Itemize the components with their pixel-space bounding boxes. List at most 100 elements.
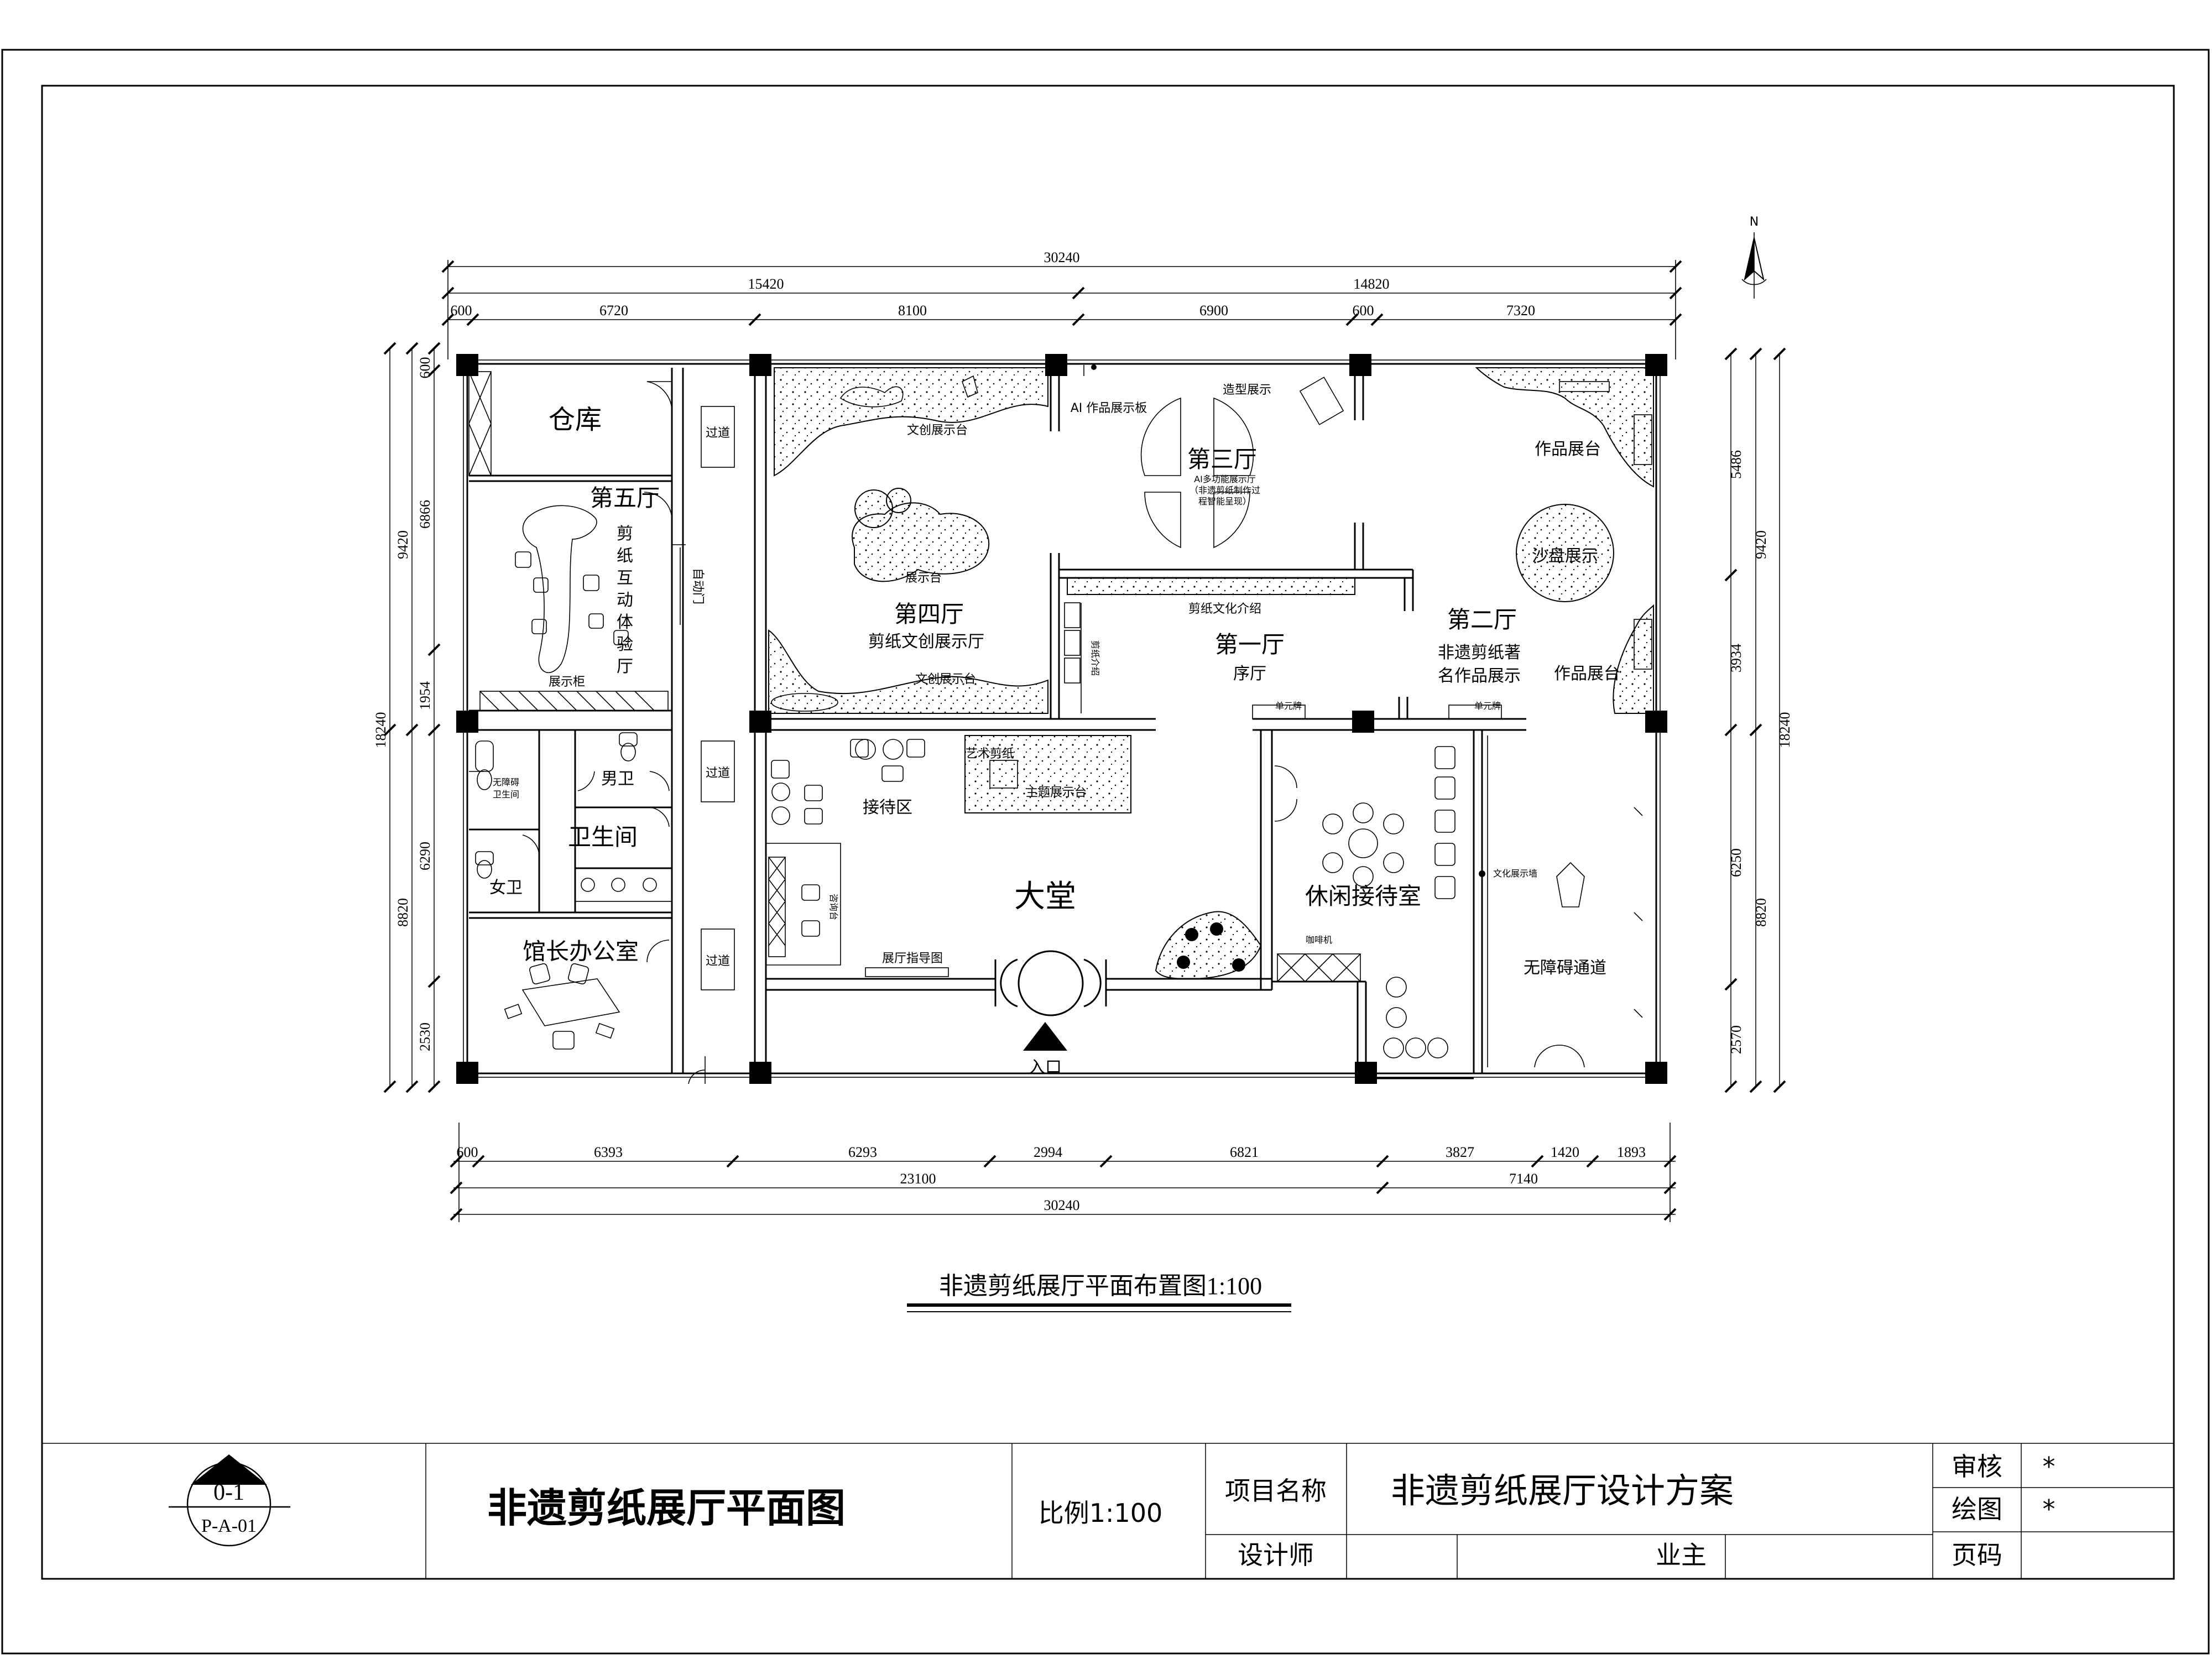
label-hall1: 第一厅 xyxy=(1215,631,1285,658)
badge-bottom: P-A-01 xyxy=(201,1516,257,1536)
review-value: * xyxy=(2043,1452,2056,1481)
dim-left-seg-2: 6866 xyxy=(417,500,433,529)
inner-border xyxy=(41,85,2175,1580)
label-hall5-sub-6: 验 xyxy=(617,635,633,654)
label-hall3-sub-2: （非遗剪纸制作过 xyxy=(1190,485,1260,495)
label-hall3-ai-board: AI 作品展示板 xyxy=(1071,401,1147,415)
dim-bottom-seg-1: 600 xyxy=(457,1144,478,1160)
right-dimensions: 5486 3934 6250 2570 9420 8820 18240 xyxy=(1724,347,1793,1093)
label-corridor-1a: 过道 xyxy=(706,426,730,440)
label-hall1-culture: 剪纸文化介绍 xyxy=(1188,602,1261,616)
dim-right-total: 18240 xyxy=(1777,712,1793,748)
label-hall4-mid: 展示台 xyxy=(905,571,942,585)
label-director: 馆长办公室 xyxy=(523,938,639,965)
badge-top: 0-1 xyxy=(213,1480,244,1505)
label-unit-sign-right: 单元牌 xyxy=(1474,701,1501,711)
label-hall5-sub-7: 厅 xyxy=(617,657,633,676)
label-hall3-sub-1: AI多功能展示厅 xyxy=(1194,474,1256,484)
label-hall5-sub-3: 互 xyxy=(617,568,633,588)
label-reception: 接待区 xyxy=(863,798,912,817)
label-hall5-sub-4: 动 xyxy=(617,591,633,610)
label-hall5: 第五厅 xyxy=(590,484,660,512)
dim-left-seg-1: 600 xyxy=(417,357,433,379)
label-coffee: 咖啡机 xyxy=(1306,935,1332,945)
dim-left-seg-4: 6290 xyxy=(417,842,433,870)
plan-caption-text: 非遗剪纸展厅平面布置图1:100 xyxy=(939,1272,1262,1300)
dim-top-seg-2: 6720 xyxy=(599,302,628,319)
room-labels: 仓库 第五厅 剪 纸 互 动 体 验 厅 展示柜 自动门 过道 过道 过道 无障… xyxy=(489,383,1620,1077)
structural-columns xyxy=(456,354,1667,1084)
north-label: N xyxy=(1750,215,1759,229)
designer-label: 设计师 xyxy=(1238,1540,1314,1570)
dim-top-mid-b: 14820 xyxy=(1354,276,1390,292)
label-hall5-sub-1: 剪 xyxy=(617,524,633,544)
label-womens: 女卫 xyxy=(489,878,523,898)
label-hall3: 第三厅 xyxy=(1187,446,1257,473)
dim-bottom-seg-4: 2994 xyxy=(1034,1144,1062,1160)
label-unit-sign-left: 单元牌 xyxy=(1275,701,1302,711)
label-hall3-shape: 造型展示 xyxy=(1223,383,1271,397)
outer-border xyxy=(1,49,2210,1655)
label-hall4-top: 文创展示台 xyxy=(907,424,968,437)
dim-right-seg-3: 6250 xyxy=(1728,848,1744,877)
label-mens: 男卫 xyxy=(601,769,634,789)
dim-bottom-seg-6: 3827 xyxy=(1446,1144,1474,1160)
label-entrance: 入口 xyxy=(1029,1058,1062,1077)
dim-left-seg-5: 2530 xyxy=(417,1022,433,1051)
dim-right-seg-4: 2570 xyxy=(1728,1025,1744,1054)
title-block: 0-1 P-A-01 非遗剪纸展厅平面图 比例1:100 项目名称 非遗剪纸展厅… xyxy=(42,1443,2174,1579)
label-corridor-3: 过道 xyxy=(706,954,730,968)
dim-bottom-mid-a: 23100 xyxy=(900,1171,936,1187)
dim-left-mid-b: 8820 xyxy=(395,898,411,927)
dim-bottom-seg-5: 6821 xyxy=(1230,1144,1259,1160)
dim-right-seg-2: 3934 xyxy=(1728,644,1744,672)
dim-right-mid-b: 8820 xyxy=(1753,898,1769,927)
top-dimensions: 30240 15420 14820 600 6720 8100 6900 600… xyxy=(441,249,1682,359)
label-hall2-sub-2: 名作品展示 xyxy=(1438,666,1521,686)
label-hall4: 第四厅 xyxy=(894,601,964,628)
dim-left-total: 18240 xyxy=(373,712,389,748)
label-hall4-bottom: 文创展示台 xyxy=(915,672,976,686)
label-hall4-sub: 剪纸文创展示厅 xyxy=(868,632,984,651)
dim-top-mid-a: 15420 xyxy=(748,276,784,292)
scale-text: 比例1:100 xyxy=(1039,1498,1163,1528)
label-hall5-sub-2: 纸 xyxy=(617,546,633,566)
label-accessible-wc-2: 卫生间 xyxy=(493,789,519,800)
dim-top-seg-4: 6900 xyxy=(1199,302,1228,319)
label-hall2-stage-bottom: 作品展台 xyxy=(1554,664,1620,684)
left-dimensions: 18240 9420 8820 600 6866 1954 6290 2530 xyxy=(373,342,441,1093)
bottom-dimensions: 600 6393 6293 2994 6821 3827 1420 1893 2… xyxy=(450,1123,1677,1222)
label-guide-map: 展厅指导图 xyxy=(882,952,943,966)
label-storage: 仓库 xyxy=(549,404,602,435)
dim-right-mid-a: 9420 xyxy=(1753,530,1769,559)
label-hall1-sub: 序厅 xyxy=(1233,664,1266,684)
label-restroom: 卫生间 xyxy=(568,823,638,851)
label-lobby: 大堂 xyxy=(1014,879,1076,915)
dim-right-seg-1: 5486 xyxy=(1728,450,1744,479)
dim-top-seg-6: 7320 xyxy=(1506,302,1535,319)
project-name: 非遗剪纸展厅设计方案 xyxy=(1391,1470,1734,1511)
dim-bottom-total: 30240 xyxy=(1044,1197,1080,1213)
label-hall3-sub-3: 程智能呈现） xyxy=(1198,496,1251,507)
page-label: 页码 xyxy=(1952,1540,2002,1570)
owner-label: 业主 xyxy=(1656,1540,1707,1570)
dim-top-total: 30240 xyxy=(1044,249,1080,265)
draw-label: 绘图 xyxy=(1952,1494,2002,1524)
label-culture-wall: 文化展示墙 xyxy=(1493,868,1537,879)
label-corridor-2: 过道 xyxy=(706,766,730,780)
label-barrier-free: 无障碍通道 xyxy=(1524,958,1606,978)
dim-bottom-seg-8: 1893 xyxy=(1617,1144,1646,1160)
label-consult: 咨询台 xyxy=(828,894,839,920)
project-label: 项目名称 xyxy=(1225,1476,1327,1506)
dim-bottom-seg-2: 6393 xyxy=(594,1144,623,1160)
dim-top-seg-1: 600 xyxy=(451,302,472,319)
label-hall5-sub-5: 体 xyxy=(617,613,633,632)
label-auto-door: 自动门 xyxy=(691,568,705,604)
label-art-title: 艺术剪纸 xyxy=(966,747,1014,761)
label-hall2-stage-top: 作品展台 xyxy=(1535,440,1601,459)
label-hall5-cabinet: 展示柜 xyxy=(549,675,585,689)
label-hall2: 第二厅 xyxy=(1447,606,1517,633)
label-hall2-sub-1: 非遗剪纸著 xyxy=(1438,643,1521,662)
dim-left-mid-a: 9420 xyxy=(395,530,411,559)
label-art-stage: 主题展示台 xyxy=(1026,786,1087,800)
